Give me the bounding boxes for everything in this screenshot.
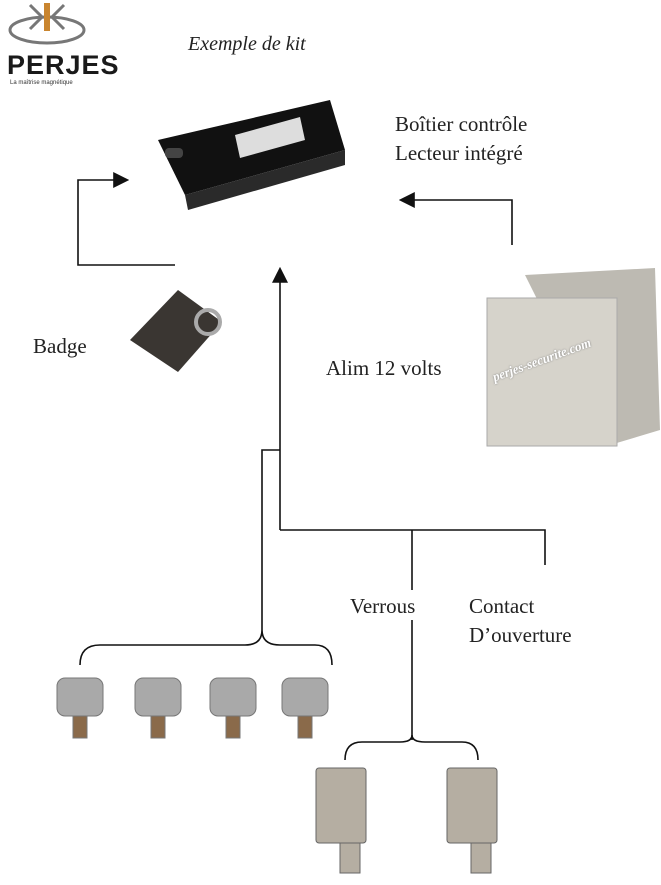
badge-image — [130, 290, 222, 372]
connection-lines — [77, 172, 546, 761]
control-box-label: Boîtier contrôle — [395, 112, 528, 136]
lock-cylinders — [56, 677, 329, 739]
power-supply-image — [486, 268, 660, 447]
locks-label: Verrous — [350, 594, 416, 618]
kit-title: Exemple de kit — [188, 33, 306, 55]
control-box-image — [158, 100, 345, 210]
contact-label: Contact — [469, 594, 535, 618]
logo-tagline: La maîtrise magnétique — [10, 80, 73, 86]
reader-label: Lecteur intégré — [395, 141, 523, 165]
power-label: Alim 12 volts — [326, 356, 442, 380]
latch-locks — [315, 767, 498, 874]
logo-name: PERJES — [7, 50, 120, 80]
opening-label: D’ouverture — [469, 623, 572, 647]
badge-label: Badge — [33, 334, 87, 358]
logo-icon — [8, 3, 86, 45]
